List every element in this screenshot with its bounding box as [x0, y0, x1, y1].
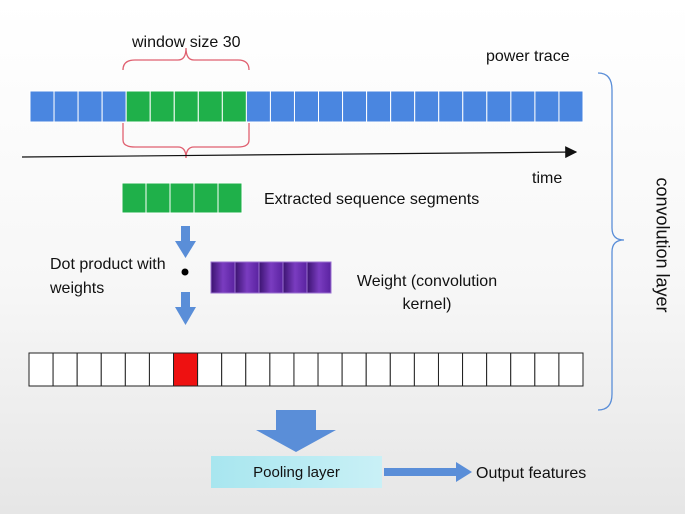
down-arrow-2 [175, 292, 196, 325]
extracted-segment-row [121, 182, 243, 214]
pooling-layer-box: Pooling layer [211, 456, 382, 488]
trace-cell [269, 90, 295, 123]
segment-cell [169, 182, 195, 214]
dot-product-label: Dot product with weights [50, 256, 166, 297]
feature-cell [76, 352, 102, 387]
extracted-segments-label: Extracted sequence segments [264, 191, 480, 208]
segment-cell [217, 182, 243, 214]
segment-cell [193, 182, 219, 214]
feature-cell [245, 352, 271, 387]
kernel-cell [210, 261, 236, 294]
feature-cell [389, 352, 415, 387]
trace-cell-window [125, 90, 151, 123]
trace-cell [414, 90, 440, 123]
kernel-cell [258, 261, 284, 294]
kernel-cell [306, 261, 332, 294]
down-arrow-1 [175, 226, 196, 258]
pooling-layer-label: Pooling layer [253, 463, 340, 481]
feature-cell [148, 352, 175, 387]
feature-cell-highlight [173, 352, 199, 387]
trace-cell [77, 90, 103, 123]
trace-cell [486, 90, 512, 123]
weight-label: Weight (convolution kernel) [356, 273, 498, 313]
kernel-cell [234, 261, 260, 294]
convolution-layer-bracket [597, 72, 625, 411]
feature-cell [124, 352, 150, 387]
trace-cell [318, 90, 344, 123]
trace-cell [534, 90, 560, 123]
feature-cell [197, 352, 223, 387]
kernel-row [210, 261, 332, 294]
feature-cell [52, 352, 78, 387]
big-down-arrow [256, 410, 336, 452]
power-trace-label: power trace [486, 48, 570, 65]
feature-cell [462, 352, 488, 387]
time-axis-arrow [21, 146, 578, 159]
trace-cell [390, 90, 416, 123]
feature-cell [28, 352, 54, 387]
feature-cell [293, 352, 319, 387]
trace-cell-window [149, 90, 175, 123]
trace-cell-window [173, 90, 199, 123]
feature-cell [100, 352, 126, 387]
trace-cell [342, 90, 368, 123]
feature-cell [534, 352, 560, 387]
trace-cell [245, 90, 271, 123]
feature-cell [317, 352, 343, 387]
feature-cell [437, 352, 464, 387]
feature-map-row [28, 352, 584, 387]
window-size-label: window size 30 [132, 34, 241, 51]
trace-cell [438, 90, 464, 123]
trace-cell [29, 90, 55, 123]
output-features-label: Output features [476, 465, 587, 482]
trace-cell [558, 90, 584, 123]
dot-operator [181, 268, 189, 276]
trace-cell [462, 90, 488, 123]
feature-cell [486, 352, 512, 387]
trace-cell [510, 90, 536, 123]
feature-cell [269, 352, 295, 387]
trace-cell [293, 90, 320, 123]
feature-cell [413, 352, 439, 387]
trace-cell-window [197, 90, 223, 123]
window-bracket [122, 47, 250, 71]
trace-cell [366, 90, 392, 123]
segment-cell [145, 182, 171, 214]
feature-cell [510, 352, 536, 387]
kernel-cell [282, 261, 308, 294]
right-arrow-output [384, 462, 472, 482]
convolution-layer-label: convolution layer [652, 177, 673, 313]
feature-cell [221, 352, 247, 387]
trace-cell [53, 90, 79, 123]
feature-cell [341, 352, 367, 387]
time-label: time [532, 170, 563, 187]
feature-cell [365, 352, 391, 387]
trace-cell-window [221, 90, 247, 123]
segment-cell [121, 182, 147, 214]
feature-cell [558, 352, 584, 387]
window-bracket-lower [122, 123, 250, 159]
power-trace-row [29, 90, 584, 123]
trace-cell [101, 90, 127, 123]
